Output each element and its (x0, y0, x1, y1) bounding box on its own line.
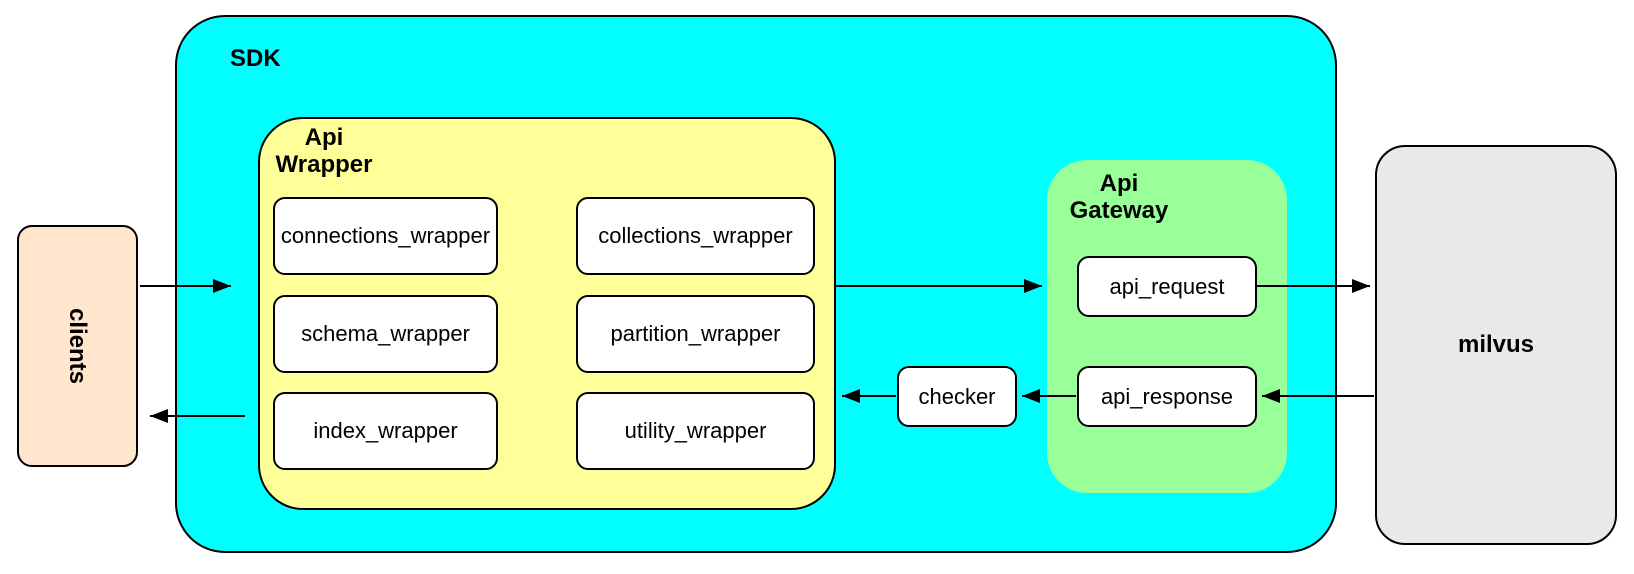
api-gateway-container: Api Gateway (1047, 160, 1287, 493)
clients-label: clients (64, 307, 92, 385)
milvus-box: milvus (1375, 145, 1617, 545)
api-response-box: api_response (1077, 366, 1257, 427)
module-box-index-wrapper: index_wrapper (273, 392, 498, 470)
module-box-partition-wrapper: partition_wrapper (576, 295, 815, 373)
module-box-schema-wrapper: schema_wrapper (273, 295, 498, 373)
api-wrapper-label-line1: Api (304, 124, 344, 151)
api-wrapper-label-line2: Wrapper (275, 151, 373, 179)
api-request-box: api_request (1077, 256, 1257, 317)
checker-box: checker (897, 366, 1017, 427)
module-box-utility-wrapper: utility_wrapper (576, 392, 815, 470)
api-wrapper-label: Api Wrapper (268, 124, 380, 178)
module-box-collections-wrapper: collections_wrapper (576, 197, 815, 275)
api-gateway-label: Api Gateway (1063, 170, 1175, 224)
api-gateway-label-line2: Gateway (1069, 197, 1169, 225)
api-gateway-label-line1: Api (1099, 170, 1139, 197)
sdk-label: SDK (230, 45, 281, 72)
milvus-label: milvus (1457, 331, 1535, 358)
clients-box: clients (17, 225, 138, 467)
module-box-connections-wrapper: connections_wrapper (273, 197, 498, 275)
